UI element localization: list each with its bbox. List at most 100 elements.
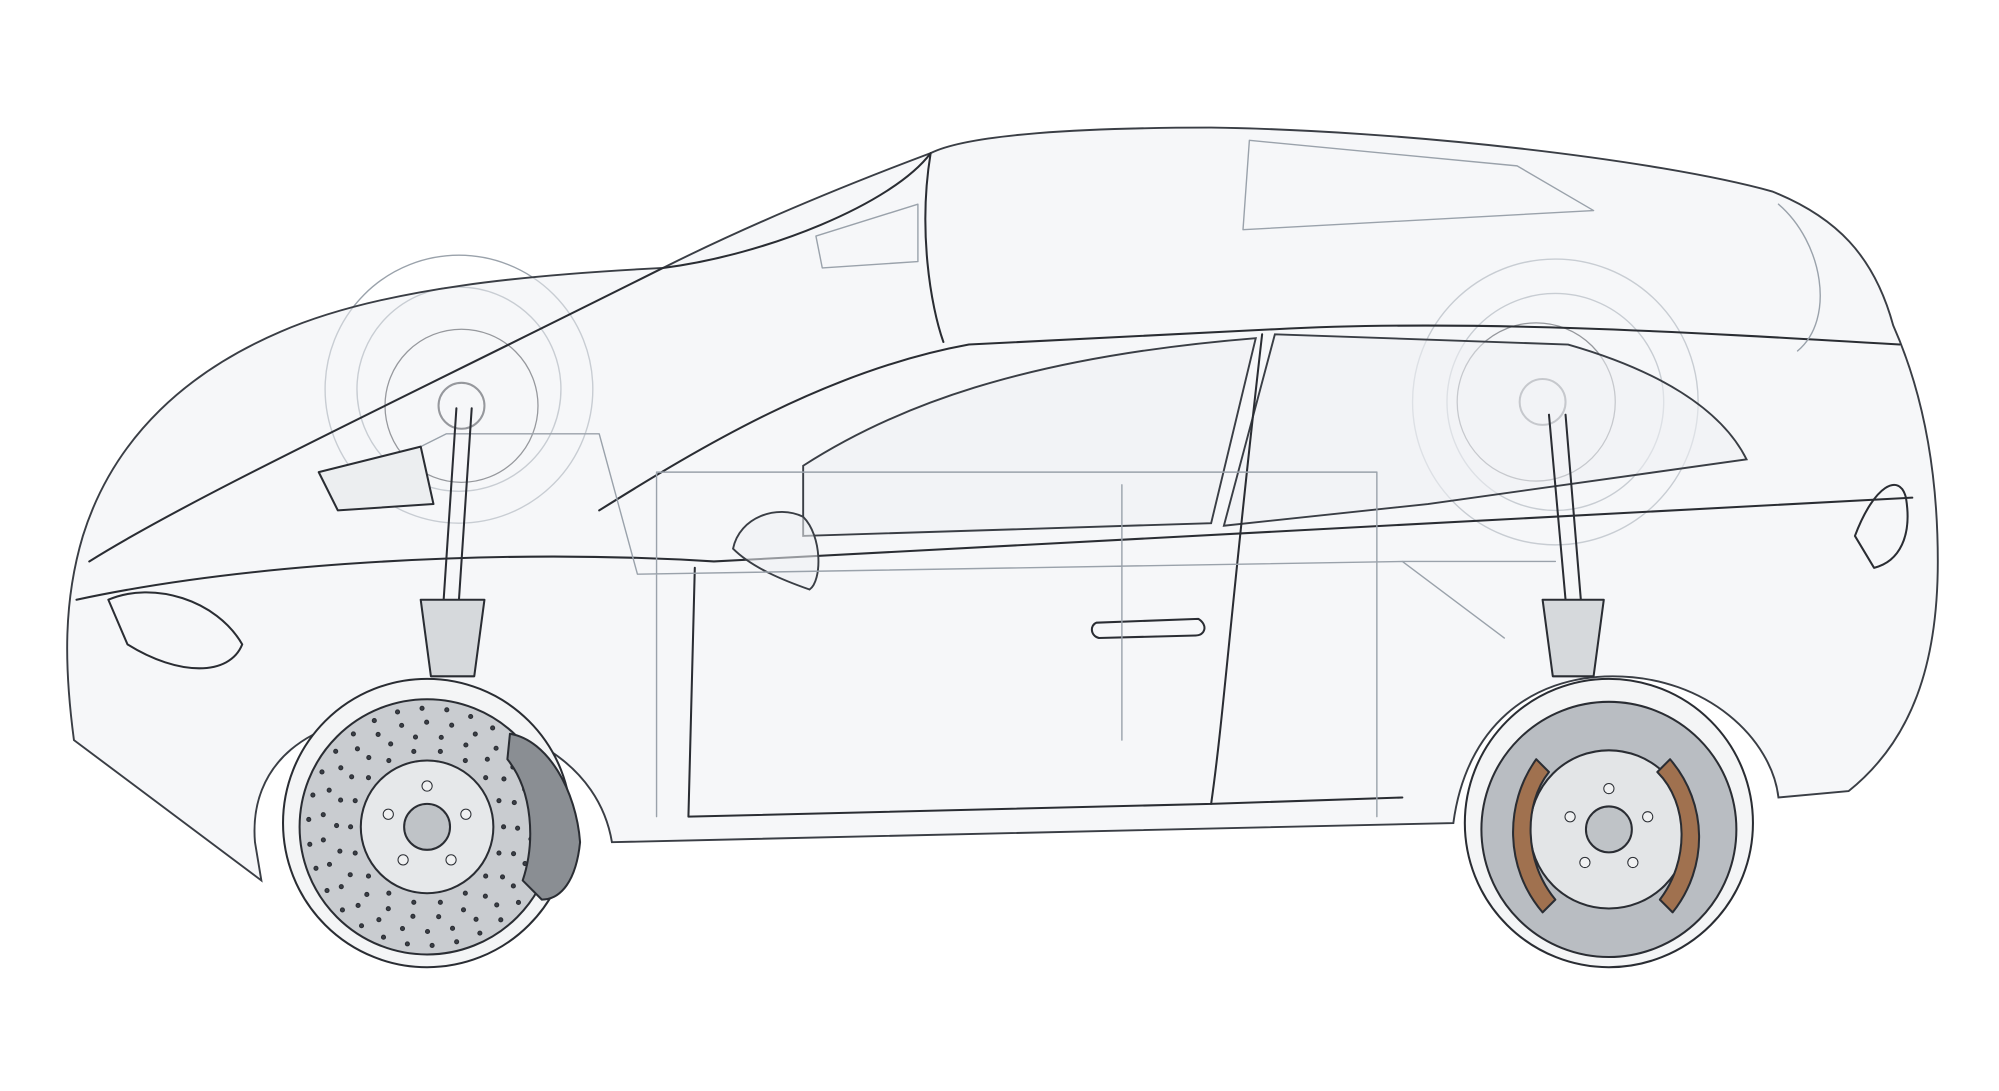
disc-drill-hole [515, 899, 522, 906]
disc-drill-hole [338, 765, 344, 771]
disc-drill-hole [352, 798, 358, 804]
front-suspension [317, 407, 486, 678]
lug-nut [1627, 856, 1639, 869]
disc-drill-hole [411, 748, 417, 755]
disc-drill-hole [496, 798, 502, 804]
disc-drill-hole [437, 748, 443, 755]
disc-drill-hole [326, 787, 332, 793]
disc-drill-hole [365, 873, 372, 879]
disc-drill-hole [338, 884, 344, 890]
roof-line [598, 324, 1901, 512]
disc-drill-hole [307, 841, 313, 847]
disc-drill-hole [385, 906, 391, 912]
taillight [1853, 483, 1909, 569]
front-wheel-disc-brake [282, 677, 582, 969]
disc-drill-hole [437, 899, 443, 905]
disc-drill-hole [347, 872, 353, 878]
disc-drill-hole [306, 816, 312, 823]
brake-shoe-left [1512, 758, 1557, 914]
disc-drill-hole [482, 893, 488, 899]
disc-drill-hole [498, 917, 504, 923]
disc-drill-hole [410, 913, 416, 919]
disc-drill-hole [411, 899, 417, 905]
front-window [802, 337, 1257, 537]
disc-drill-hole [436, 914, 442, 920]
disc-drill-hole [386, 758, 392, 764]
disc-drill-hole [494, 902, 500, 908]
disc-drill-hole [355, 902, 361, 909]
hood-line [88, 266, 664, 563]
disc-drill-hole [394, 709, 401, 715]
disc-drill-hole [366, 754, 372, 761]
disc-drill-hole [463, 742, 469, 748]
disc-drill-hole [483, 775, 489, 781]
lug-nut [397, 854, 409, 866]
disc-drill-hole [510, 883, 516, 889]
door-handle [1090, 617, 1206, 640]
disc-drill-hole [454, 939, 460, 945]
disc-drill-hole [358, 923, 365, 929]
beltline [75, 496, 1914, 601]
disc-drill-hole [337, 848, 343, 854]
disc-drill-hole [354, 746, 360, 752]
brake-caliper [506, 732, 582, 901]
disc-drill-hole [424, 719, 430, 725]
disc-drill-hole [444, 707, 450, 713]
disc-drill-hole [449, 925, 456, 931]
disc-drill-hole [349, 774, 355, 780]
disc-drill-hole [473, 916, 479, 922]
disc-drill-hole [324, 887, 330, 894]
disc-drill-hole [380, 934, 387, 940]
front-door [687, 333, 1264, 818]
disc-drill-hole [388, 741, 394, 747]
headlight [107, 591, 244, 670]
disc-drill-hole [511, 851, 517, 857]
disc-drill-hole [386, 890, 392, 896]
disc-drill-hole [477, 930, 483, 936]
windshield [661, 152, 945, 343]
rear-glass [815, 139, 1821, 352]
disc-drill-hole [460, 907, 467, 913]
disc-drill-hole [419, 705, 425, 711]
floor-frame [343, 433, 1557, 818]
disc-drill-hole [348, 824, 354, 830]
disc-drill-hole [438, 734, 444, 740]
disc-drill-hole [449, 722, 455, 728]
disc-drill-hole [515, 825, 521, 831]
disc-drill-hole [483, 873, 489, 879]
disc-drill-hole [352, 850, 358, 856]
lug-nut [460, 808, 472, 820]
disc-drill-hole [338, 797, 344, 803]
disc-drill-hole [429, 942, 435, 948]
disc-drill-hole [319, 769, 325, 775]
disc-drill-hole [350, 731, 356, 737]
disc-drill-hole [499, 874, 506, 880]
disc-drill-hole [313, 865, 319, 871]
disc-drill-hole [490, 725, 496, 731]
disc-drill-hole [462, 890, 468, 896]
lug-nut [1564, 811, 1576, 823]
disc-drill-hole [320, 837, 326, 843]
brake-shoe-right [1656, 758, 1701, 914]
disc-drill-hole [472, 731, 478, 737]
disc-drill-hole [484, 756, 490, 762]
disc-drill-hole [399, 722, 405, 728]
disc-drill-hole [493, 745, 499, 751]
disc-drill-hole [339, 907, 345, 913]
side-mirror [732, 510, 820, 591]
disc-drill-hole [371, 718, 377, 724]
disc-drill-hole [326, 861, 333, 867]
disc-drill-hole [462, 758, 468, 764]
disc-drill-hole [404, 941, 410, 947]
lug-nut [445, 854, 457, 866]
disc-drill-hole [364, 891, 370, 898]
rear-window [1222, 333, 1749, 527]
disc-drill-hole [501, 776, 507, 782]
disc-drill-hole [376, 917, 382, 923]
lug-nut [1642, 811, 1654, 823]
disc-drill-hole [333, 748, 339, 754]
lug-nut [1603, 782, 1615, 795]
rear-wheel-drum-brake [1463, 677, 1754, 969]
disc-drill-hole [399, 926, 406, 932]
